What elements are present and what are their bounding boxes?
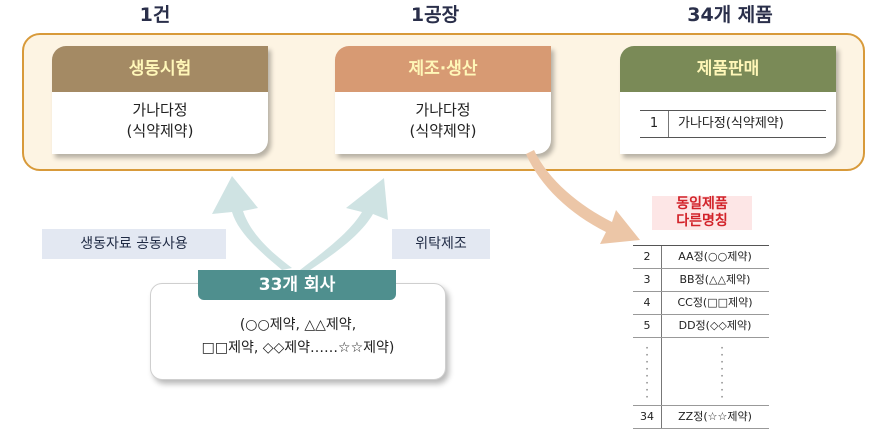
arrow-to-product-list-icon <box>526 150 640 244</box>
list-item-number: 5 <box>633 315 662 337</box>
ellipsis-dots-name: ········ <box>720 341 724 404</box>
card-bioequivalence: 생동시험 가나다정 (식약제약) <box>52 46 268 154</box>
companies-description: (○○제약, △△제약, □□제약, ◇◇제약……☆☆제약) <box>150 314 446 360</box>
tag-shared-data: 생동자료 공동사용 <box>42 229 226 259</box>
list-item-number: 2 <box>633 246 662 268</box>
same-product-title-line-2: 다른명칭 <box>676 213 728 229</box>
card-manufacturing-company: (식약제약) <box>409 122 477 140</box>
list-item: 34 ZZ정(☆☆제약) <box>633 405 769 429</box>
sales-row-product: 가나다정(식약제약) <box>678 116 784 131</box>
companies-line-2: □□제약, ◇◇제약……☆☆제약) <box>201 340 395 356</box>
card-sales: 제품판매 1 가나다정(식약제약) <box>620 46 836 154</box>
companies-title: 33개 회사 <box>198 270 396 300</box>
list-item-name: CC정(□□제약) <box>677 296 753 309</box>
list-item: 3 BB정(△△제약) <box>633 269 769 292</box>
card-manufacturing: 제조·생산 가나다정 (식약제약) <box>335 46 551 154</box>
ellipsis-dots-number: ········ <box>645 341 649 404</box>
list-item-number: 4 <box>633 292 662 314</box>
list-item-name: DD정(◇◇제약) <box>678 319 752 332</box>
card-manufacturing-product: 가나다정 <box>415 101 471 119</box>
tag-consignment: 위탁제조 <box>392 229 490 259</box>
product-list-top-rule <box>633 245 769 246</box>
card-bioequivalence-company: (식약제약) <box>126 122 194 140</box>
list-divider <box>661 338 662 405</box>
companies-line-1: (○○제약, △△제약, <box>239 317 357 333</box>
card-bioequivalence-body: 가나다정 (식약제약) <box>52 92 268 142</box>
list-item: 4 CC정(□□제약) <box>633 292 769 315</box>
card-sales-title: 제품판매 <box>620 46 836 92</box>
list-item-name: BB정(△△제약) <box>679 273 751 286</box>
card-bioequivalence-title: 생동시험 <box>52 46 268 92</box>
sales-table-row: 1 가나다정(식약제약) <box>640 110 826 138</box>
same-product-title-line-1: 동일제품 <box>676 196 728 212</box>
card-manufacturing-title: 제조·생산 <box>335 46 551 92</box>
list-item-name: ZZ정(☆☆제약) <box>678 410 752 423</box>
card-manufacturing-body: 가나다정 (식약제약) <box>335 92 551 142</box>
same-product-title: 동일제품 다른명칭 <box>652 196 752 230</box>
sales-row-number: 1 <box>640 111 669 137</box>
list-item-name: AA정(○○제약) <box>678 250 752 263</box>
arrow-to-manufacturing-icon <box>300 178 388 270</box>
heading-bioequivalence-count: 1건 <box>139 4 171 26</box>
list-item: 2 AA정(○○제약) <box>633 246 769 269</box>
heading-product-count: 34개 제품 <box>687 4 773 26</box>
list-item-number: 34 <box>633 406 662 428</box>
list-item: 5 DD정(◇◇제약) <box>633 315 769 338</box>
card-bioequivalence-product: 가나다정 <box>132 101 188 119</box>
heading-factory-count: 1공장 <box>410 4 460 26</box>
arrow-to-bioequivalence-icon <box>212 176 292 270</box>
list-item-number: 3 <box>633 269 662 291</box>
